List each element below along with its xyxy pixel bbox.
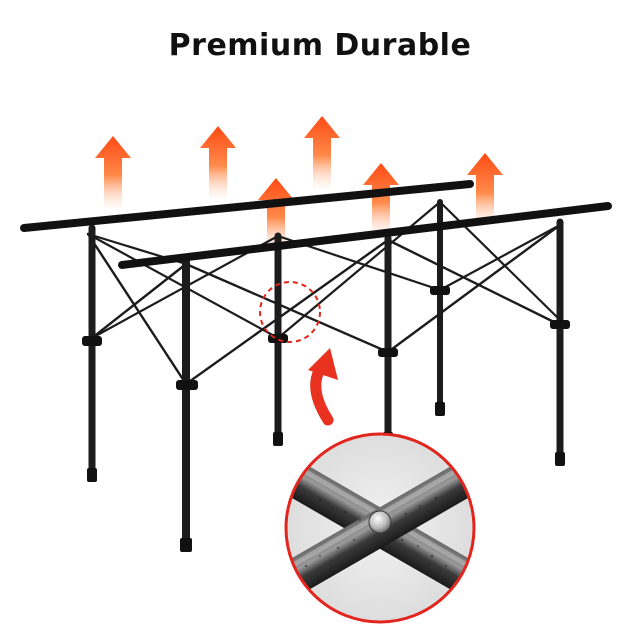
curved-arrow-icon [308,348,338,426]
up-arrow-icon [200,126,236,198]
zoom-ring [284,432,476,624]
up-arrow-icon [95,136,131,208]
joint-highlight-circle [259,281,321,343]
up-arrow-icon [304,116,340,188]
headline: Premium Durable [168,28,472,63]
up-arrow-icon [363,163,399,235]
up-arrow-icon [467,153,503,225]
zoom-detail-circle [284,432,476,624]
table-frame [20,180,612,552]
